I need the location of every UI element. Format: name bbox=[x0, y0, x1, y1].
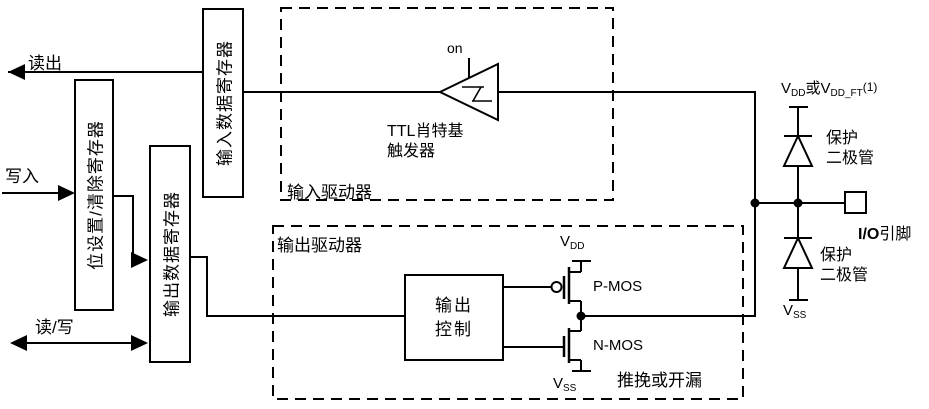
read-out-arrowhead bbox=[8, 64, 25, 80]
outdata-to-control-wire bbox=[190, 256, 405, 317]
bitset-to-outdata-wire bbox=[113, 195, 146, 261]
pmos-symbol bbox=[550, 260, 591, 316]
output-data-register-label-wrap: 输出数据寄存器 bbox=[150, 146, 190, 362]
schmitt-trigger-symbol bbox=[437, 58, 499, 122]
pmos-label: P-MOS bbox=[593, 278, 643, 295]
input-driver-dashed-box bbox=[280, 7, 614, 201]
read-write-left-arrowhead bbox=[10, 335, 27, 351]
input-data-register-box bbox=[202, 8, 244, 198]
bitset-to-outdata-arrowhead bbox=[131, 252, 148, 268]
vdd-rail-label: VDD bbox=[560, 233, 585, 252]
arrowheads bbox=[8, 64, 148, 351]
nmos-label: N-MOS bbox=[593, 337, 643, 354]
input-data-register-label-wrap: 输入数据寄存器 bbox=[203, 9, 243, 197]
vdd-ft-label: VDD或VDD_FT(1) bbox=[781, 80, 878, 99]
io-pin-square bbox=[844, 191, 867, 214]
write-in-arrowhead bbox=[58, 185, 75, 201]
schmitt-triangle bbox=[437, 62, 499, 122]
hysteresis-icon bbox=[462, 86, 492, 102]
protection-diode-top-symbol bbox=[782, 133, 814, 167]
bit-set-reset-register-box bbox=[74, 79, 114, 311]
protection-diode-bottom-label: 保护 二极管 bbox=[820, 247, 869, 284]
read-out-label: 读出 bbox=[28, 54, 62, 73]
output-control-box bbox=[404, 274, 504, 361]
on-label: on bbox=[447, 40, 463, 56]
vss-pin-label: VSS bbox=[783, 302, 807, 321]
read-write-label: 读/写 bbox=[35, 318, 74, 337]
output-control-label: 输出 控制 bbox=[435, 295, 473, 339]
vss-rail-label: VSS bbox=[553, 375, 577, 394]
pmos-gate-bubble bbox=[550, 281, 563, 293]
input-driver-label: 输入驱动器 bbox=[287, 183, 372, 202]
wires bbox=[2, 71, 845, 348]
protection-diode-top-label: 保护 二极管 bbox=[826, 130, 875, 167]
protection-diode-bottom-symbol bbox=[782, 235, 814, 269]
output-driver-label: 输出驱动器 bbox=[277, 236, 362, 255]
bit-set-reset-register-label: 位设置/清除寄存器 bbox=[86, 120, 106, 270]
bit-set-reset-register-label-wrap: 位设置/清除寄存器 bbox=[75, 80, 113, 310]
push-pull-open-drain-label: 推挽或开漏 bbox=[617, 371, 702, 390]
input-data-register-label: 输入数据寄存器 bbox=[215, 40, 235, 166]
output-data-register-label: 输出数据寄存器 bbox=[162, 191, 182, 317]
output-driver-dashed-box bbox=[272, 225, 744, 400]
read-write-right-arrowhead bbox=[131, 335, 148, 351]
junction-dots bbox=[576, 198, 803, 321]
output-data-register-box bbox=[149, 145, 191, 363]
nmos-symbol bbox=[562, 316, 591, 372]
boxes bbox=[74, 8, 867, 363]
write-in-label: 写入 bbox=[5, 167, 39, 186]
io-pin-label: I/O引脚 bbox=[858, 226, 912, 243]
schmitt-trigger-label: TTL肖特基 触发器 bbox=[387, 123, 464, 160]
